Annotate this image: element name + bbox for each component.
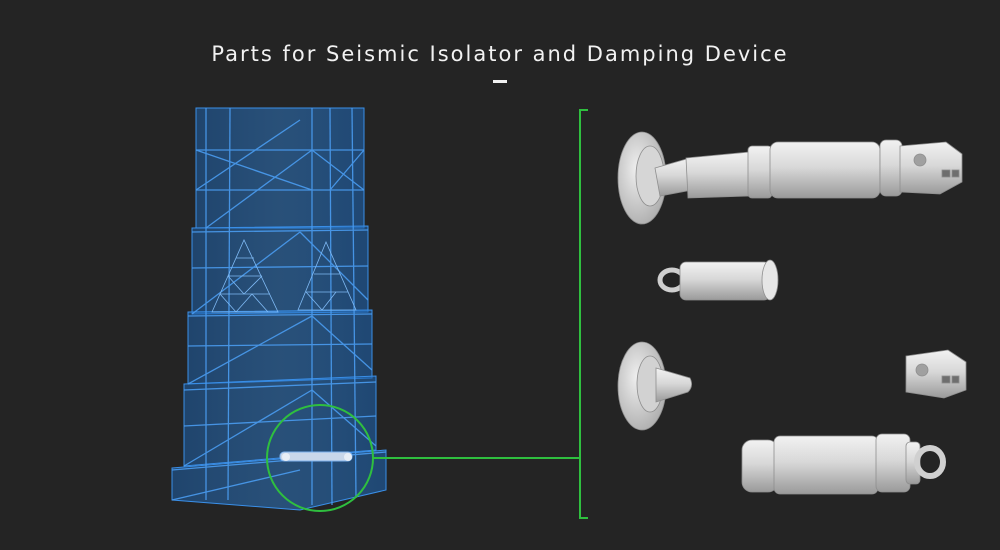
embedded-damper [279, 451, 353, 462]
tower-tier-1 [195, 107, 365, 229]
mounting-flange-part [617, 341, 692, 431]
tower-tier-3 [187, 309, 373, 385]
callout-bracket [579, 109, 588, 519]
page-title: Parts for Seismic Isolator and Damping D… [211, 42, 789, 66]
small-cylinder-part [657, 259, 779, 301]
wireframe-bracing [171, 107, 387, 506]
title-underline [493, 80, 507, 83]
assembled-damper-part [617, 131, 963, 225]
tower-tier-2 [191, 225, 369, 315]
clevis-joint-part [905, 349, 967, 399]
cylinder-with-eye-part [741, 433, 946, 495]
lattice-pyramids [211, 239, 357, 313]
wireframe-building [171, 107, 387, 511]
